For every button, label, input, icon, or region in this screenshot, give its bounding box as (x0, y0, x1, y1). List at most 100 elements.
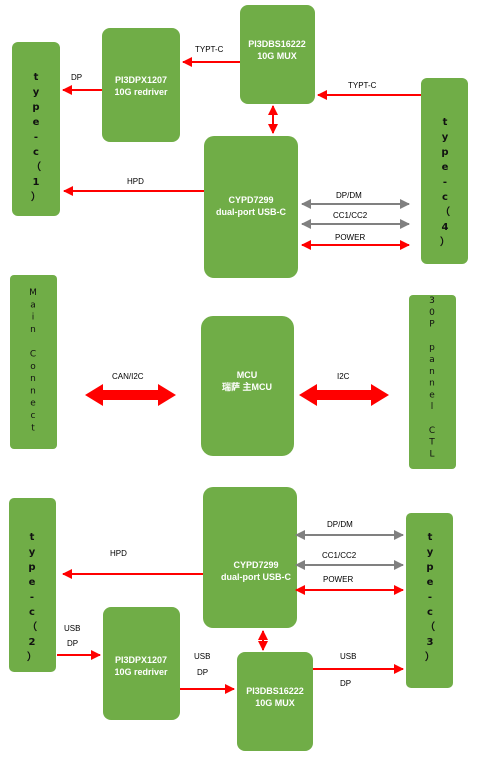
label-power-bottom: POWER (323, 575, 353, 584)
label-dp-left: DP (67, 639, 78, 648)
panel-char: P (429, 320, 435, 330)
typec3-char: c (427, 607, 433, 618)
typec4-char: - (443, 177, 447, 188)
mcu-line2: 瑞萨 主MCU (222, 381, 272, 392)
typec1-char: ） (31, 190, 41, 203)
typec2-char: ） (27, 650, 37, 663)
label-dpdm-bottom: DP/DM (327, 520, 353, 529)
arrow-i2c (299, 384, 389, 406)
main_connect-char: C (30, 350, 36, 360)
panel-char: 0 (429, 308, 435, 318)
arrow-can-i2c (85, 384, 176, 406)
typec4-char: （ (440, 205, 450, 218)
typec3-char: ） (425, 650, 435, 663)
cypd-top-block (204, 136, 298, 278)
redriver-top-line1: PI3DPX1207 (115, 75, 167, 85)
label-dpdm-top: DP/DM (336, 191, 362, 200)
mux-top-line1: PI3DBS16222 (248, 39, 306, 49)
mux-bottom-line2: 10G MUX (255, 698, 295, 708)
cypd-bottom-line2: dual-port USB-C (221, 572, 291, 582)
typec4-char: ） (440, 235, 450, 248)
main_connect-char: c (31, 411, 36, 421)
main_connect-char: a (30, 300, 36, 310)
panel-char: a (429, 355, 435, 365)
typec4-char: c (442, 192, 448, 203)
panel-char: e (429, 390, 435, 400)
typec1-char: - (34, 132, 38, 143)
typec3-char: t (428, 532, 433, 543)
label-dp-left-top: DP (71, 73, 82, 82)
typec1-char: e (33, 117, 40, 128)
mcu-line1: MCU (237, 370, 258, 380)
typec1-char: y (33, 87, 40, 98)
panel-char: n (429, 379, 435, 389)
label-usb-mid: USB (194, 652, 210, 661)
typec1-block (12, 42, 60, 216)
panel-char: C (429, 426, 435, 436)
typec2-char: - (30, 592, 34, 603)
label-hpd-bottom: HPD (110, 549, 127, 558)
typec3-char: e (427, 577, 434, 588)
redriver-top-line2: 10G redriver (114, 87, 168, 97)
main-connect-block (10, 275, 57, 449)
typec2-char: t (30, 532, 35, 543)
label-power-top: POWER (335, 233, 365, 242)
redriver-bottom-line2: 10G redriver (114, 667, 168, 677)
label-usb-right: USB (340, 652, 356, 661)
typec2-char: （ (27, 620, 37, 633)
redriver-bottom-line1: PI3DPX1207 (115, 655, 167, 665)
panel-char: n (429, 367, 435, 377)
panel-char: 3 (429, 296, 435, 306)
panel-block (409, 295, 456, 469)
mux-top-block (240, 5, 315, 104)
label-dp-right: DP (340, 679, 351, 688)
typec1-char: （ (31, 160, 41, 173)
typec2-block (9, 498, 56, 672)
label-can-i2c: CAN/I2C (112, 372, 144, 381)
panel-char: T (428, 438, 435, 448)
main_connect-char: n (30, 386, 36, 396)
mux-top-line2: 10G MUX (257, 51, 297, 61)
label-typtc-right: TYPT-C (348, 81, 377, 90)
typec4-char: y (442, 132, 449, 143)
typec2-char: 2 (29, 637, 36, 648)
typec3-char: p (426, 562, 433, 573)
typec4-char: t (443, 117, 448, 128)
typec4-char: 4 (442, 222, 449, 233)
typec1-char: 1 (33, 177, 40, 188)
typec1-char: p (32, 102, 39, 113)
main_connect-char: e (30, 399, 36, 409)
redriver-bottom-block (103, 607, 180, 720)
redriver-top-block (102, 28, 180, 142)
typec3-char: 3 (427, 637, 434, 648)
mux-bottom-line1: PI3DBS16222 (246, 686, 304, 696)
mux-bottom-block (237, 652, 313, 751)
typec1-char: t (34, 72, 39, 83)
typec3-char: - (428, 592, 432, 603)
main_connect-char: M (29, 288, 37, 298)
label-i2c: I2C (337, 372, 350, 381)
main_connect-char: t (31, 423, 35, 433)
typec4-char: e (442, 162, 449, 173)
mcu-block (201, 316, 294, 456)
typec2-char: c (29, 607, 35, 618)
panel-char: p (429, 343, 435, 353)
typec4-block (421, 78, 468, 264)
typec4-char: p (441, 147, 448, 158)
panel-char: l (431, 402, 434, 412)
label-cc-bottom: CC1/CC2 (322, 551, 357, 560)
label-dp-mid: DP (197, 668, 208, 677)
main_connect-char: o (30, 362, 36, 372)
main_connect-char: i (32, 313, 35, 323)
typec2-char: p (28, 562, 35, 573)
typec3-block (406, 513, 453, 688)
panel-char: L (429, 449, 434, 459)
typec2-char: e (29, 577, 36, 588)
typec3-char: y (427, 547, 434, 558)
label-cc-top: CC1/CC2 (333, 211, 368, 220)
